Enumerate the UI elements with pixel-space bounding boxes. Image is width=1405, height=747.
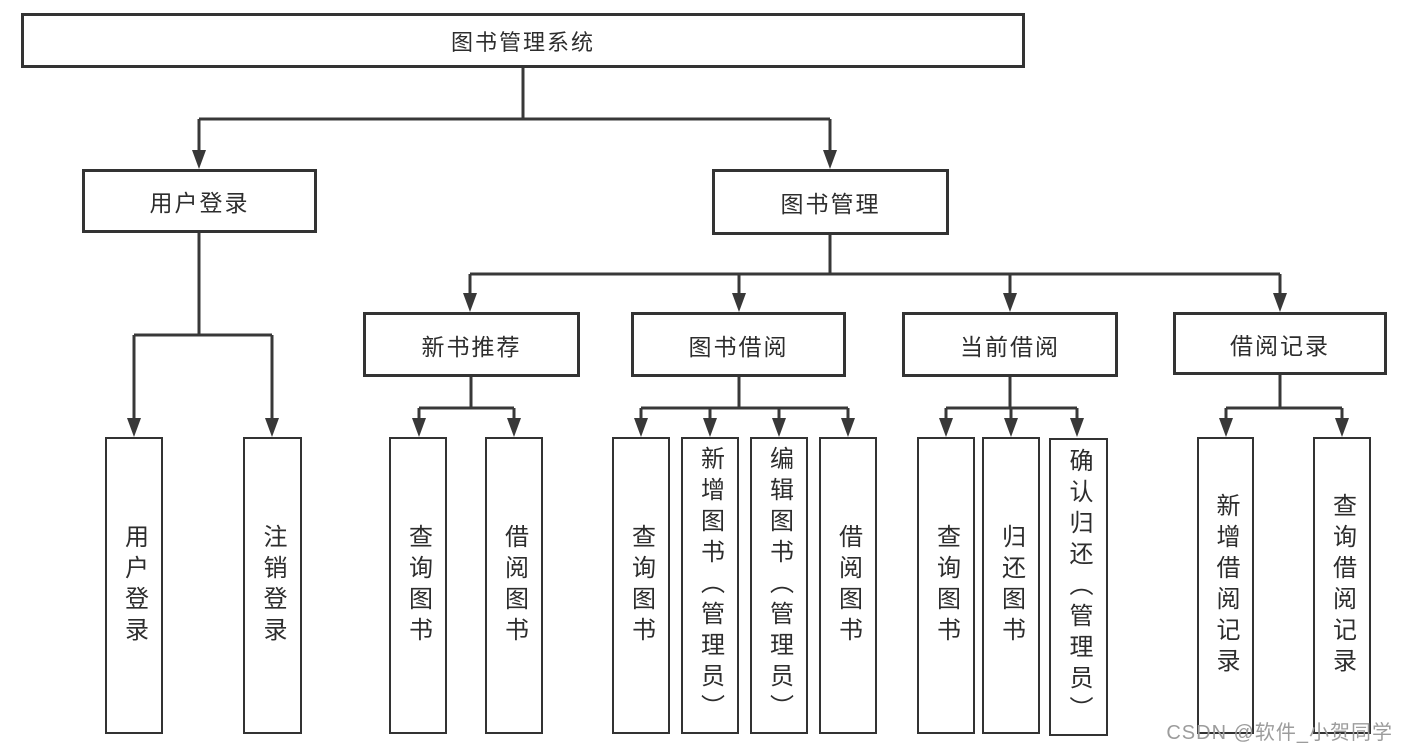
leaf-query-borrow-record: 查询借阅记录	[1313, 437, 1371, 734]
node-current-borrow-label: 当前借阅	[960, 333, 1060, 360]
leaf-borrow-books-1: 借阅图书	[485, 437, 543, 734]
node-user-login: 用户登录	[82, 169, 317, 233]
node-book-management-label: 图书管理	[780, 191, 881, 217]
leaf-confirm-return-admin: 确认归还（管理员）	[1049, 438, 1108, 736]
leaf-confirm-return-admin-label: 确认归还（管理员）	[1065, 447, 1092, 727]
leaf-borrow-books-2: 借阅图书	[819, 437, 877, 734]
node-borrow-records-label: 借阅记录	[1230, 332, 1330, 359]
node-new-book-recommend-label: 新书推荐	[421, 333, 522, 360]
leaf-user-login-label: 用户登录	[120, 523, 148, 648]
leaf-query-books-1: 查询图书	[389, 437, 447, 734]
node-book-borrow-label: 图书借阅	[688, 333, 789, 360]
leaf-return-books: 归还图书	[982, 437, 1040, 734]
node-book-management: 图书管理	[712, 169, 949, 235]
leaf-add-borrow-record-label: 新增借阅记录	[1212, 492, 1239, 679]
leaf-logout-label: 注销登录	[259, 523, 286, 648]
leaf-user-login: 用户登录	[105, 437, 163, 734]
leaf-edit-books-admin-label: 编辑图书（管理员）	[765, 446, 793, 725]
csdn-watermark: CSDN @软件_小贺同学	[1166, 722, 1393, 744]
node-book-borrow: 图书借阅	[631, 312, 846, 377]
node-root-label: 图书管理系统	[450, 29, 595, 55]
leaf-query-books-3: 查询图书	[917, 437, 975, 734]
leaf-query-books-2-label: 查询图书	[627, 523, 655, 648]
leaf-query-borrow-record-label: 查询借阅记录	[1328, 492, 1356, 679]
node-current-borrow: 当前借阅	[902, 312, 1118, 377]
leaf-borrow-books-1-label: 借阅图书	[500, 523, 528, 648]
node-root: 图书管理系统	[21, 13, 1025, 68]
leaf-query-books-1-label: 查询图书	[404, 523, 432, 648]
node-user-login-label: 用户登录	[149, 190, 250, 216]
leaf-add-books-admin: 新增图书（管理员）	[681, 437, 739, 734]
leaf-add-borrow-record: 新增借阅记录	[1197, 437, 1254, 734]
leaf-edit-books-admin: 编辑图书（管理员）	[750, 437, 808, 734]
leaf-add-books-admin-label: 新增图书（管理员）	[696, 446, 724, 725]
leaf-logout: 注销登录	[243, 437, 302, 734]
leaf-query-books-3-label: 查询图书	[932, 523, 960, 648]
node-borrow-records: 借阅记录	[1173, 312, 1387, 375]
node-new-book-recommend: 新书推荐	[363, 312, 580, 377]
leaf-borrow-books-2-label: 借阅图书	[834, 523, 862, 648]
leaf-query-books-2: 查询图书	[612, 437, 670, 734]
leaf-return-books-label: 归还图书	[997, 523, 1025, 648]
